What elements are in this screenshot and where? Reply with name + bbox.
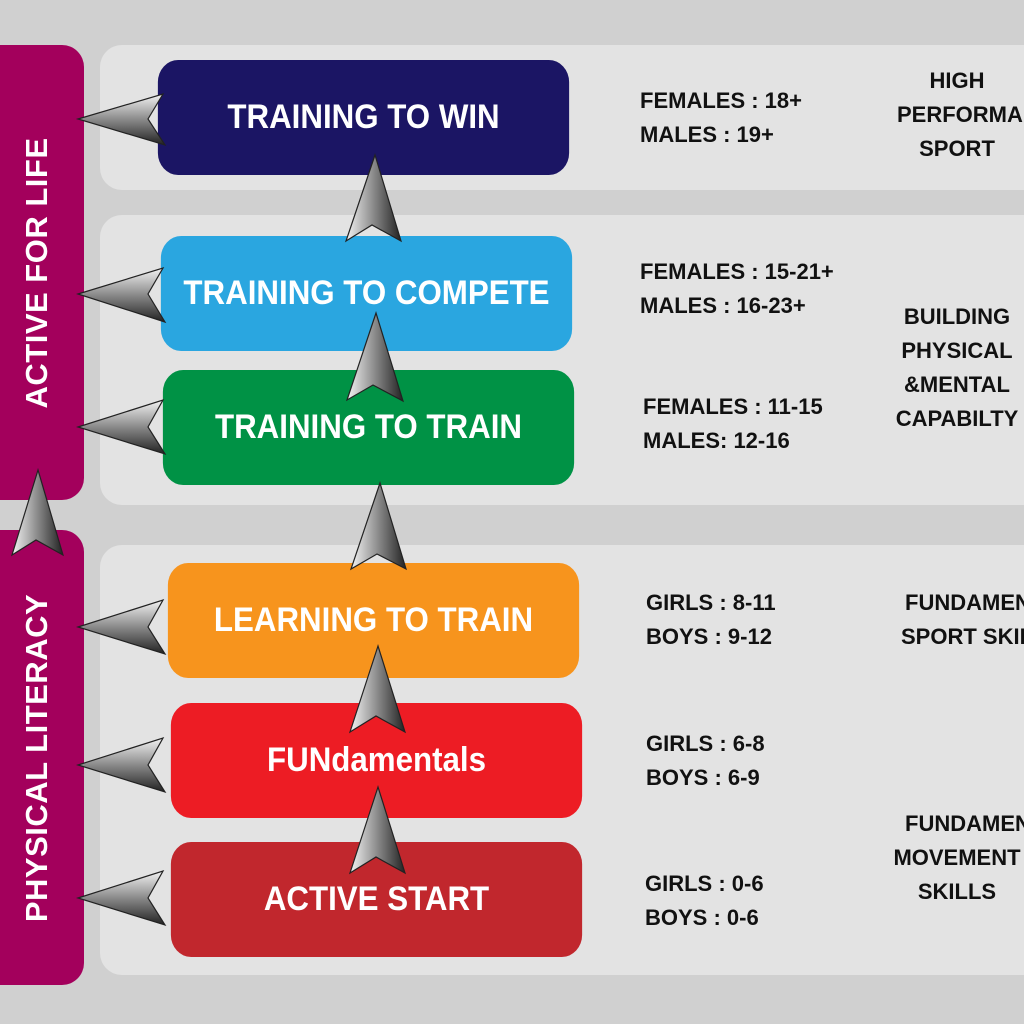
up-arrow-icon xyxy=(344,153,403,243)
age-training-to-win: FEMALES : 18+MALES : 19+ xyxy=(640,88,802,147)
active-for-life-bar: ACTIVE FOR LIFE xyxy=(0,45,84,500)
category-sport-skills: FUNDAMENTALSPORT SKILLS xyxy=(901,590,1024,649)
stage-training-to-train: TRAINING TO TRAIN xyxy=(162,370,575,485)
left-arrow-icon xyxy=(75,92,167,147)
left-arrow-icon xyxy=(75,266,167,324)
stage-training-to-win: TRAINING TO WIN xyxy=(157,60,570,175)
stage-label: TRAINING TO TRAIN xyxy=(214,408,522,446)
up-arrow-icon xyxy=(345,311,404,403)
left-arrow-icon xyxy=(75,736,167,794)
left-arrow-icon xyxy=(75,598,167,656)
category-movement-skills: FUNDAMENTALMOVEMENTSKILLS xyxy=(893,811,1024,904)
up-arrow-icon xyxy=(348,644,407,734)
age-training-to-compete: FEMALES : 15-21+MALES : 16-23+ xyxy=(640,259,834,318)
stage-label: TRAINING TO COMPETE xyxy=(183,274,550,312)
left-arrow-icon xyxy=(75,869,167,927)
stage-training-to-compete: TRAINING TO COMPETE xyxy=(160,236,573,351)
up-arrow-icon xyxy=(10,467,64,557)
category-high-performance: HIGHPERFORMANCESPORT xyxy=(897,68,1024,161)
stage-label: ACTIVE START xyxy=(263,880,490,918)
up-arrow-icon xyxy=(348,785,407,875)
stage-label: FUNdamentals xyxy=(266,741,487,779)
stage-label: TRAINING TO WIN xyxy=(227,98,500,136)
physical-literacy-bar: PHYSICAL LITERACY xyxy=(0,530,84,985)
stage-active-start: ACTIVE START xyxy=(170,842,583,957)
stage-label: LEARNING TO TRAIN xyxy=(213,601,534,639)
up-arrow-icon xyxy=(349,481,407,571)
left-arrow-icon xyxy=(75,398,167,456)
